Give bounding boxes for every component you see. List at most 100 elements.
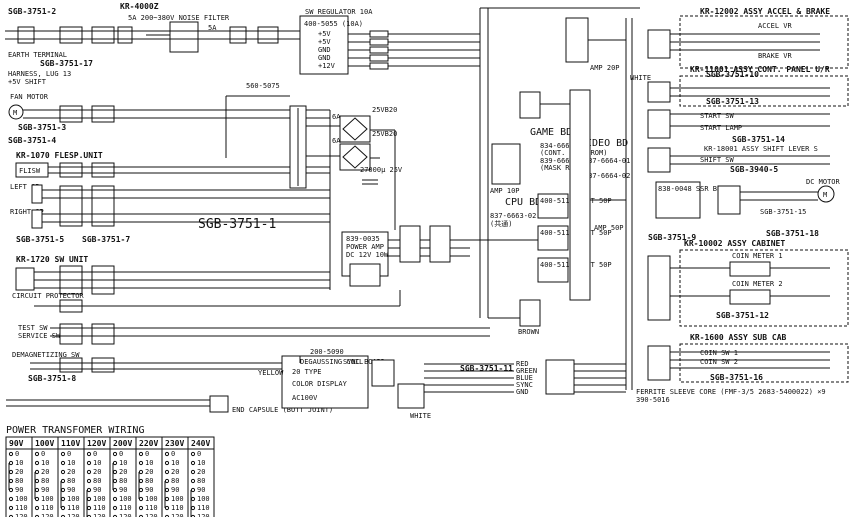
table-cell: 80 bbox=[15, 477, 23, 485]
assembly-label: KR-1600 ASSY SUB CAB bbox=[690, 333, 787, 342]
signal-label: GND bbox=[516, 388, 529, 396]
fuse-label: 6A bbox=[332, 113, 341, 121]
table-cell: 20 bbox=[93, 468, 101, 476]
table-cell: 80 bbox=[41, 477, 49, 485]
dc-motor-symbol bbox=[817, 185, 835, 203]
game-board-label: GAME BD bbox=[530, 127, 572, 138]
connector-block bbox=[117, 26, 133, 44]
switching-power-supply bbox=[299, 15, 349, 75]
connector-block bbox=[91, 323, 115, 345]
note-label: HARNESS, LUG 13 bbox=[8, 70, 71, 78]
connector-block bbox=[59, 357, 83, 373]
table-header: 110V bbox=[61, 439, 80, 448]
connector-block bbox=[59, 323, 83, 345]
table-cell: 100 bbox=[119, 495, 132, 503]
coin-meter bbox=[729, 261, 771, 277]
svg-text:(共通): (共通) bbox=[490, 219, 512, 228]
bridge-rectifier bbox=[339, 143, 371, 171]
table-cell: 90 bbox=[15, 486, 23, 494]
flisw-switch bbox=[15, 162, 49, 178]
harness-label: KR-4000Z bbox=[120, 2, 159, 11]
rectifier-label: 25VB20 bbox=[372, 106, 397, 114]
svg-text:837-6663-02: 837-6663-02 bbox=[490, 212, 536, 220]
connector-block bbox=[399, 225, 421, 263]
table-cell: 110 bbox=[15, 504, 28, 512]
psu-output-label: GND bbox=[318, 54, 331, 62]
svg-text:COIN METER 2: COIN METER 2 bbox=[732, 280, 783, 288]
table-cell: 80 bbox=[93, 477, 101, 485]
speaker-label: LEFT SP bbox=[10, 183, 40, 191]
signal-label: RED bbox=[516, 360, 529, 368]
assembly-label: KR-11001 ASSY CONT. PANEL U/R bbox=[690, 65, 830, 74]
svg-text:COIN SW 1: COIN SW 1 bbox=[700, 349, 738, 357]
table-cell: 90 bbox=[41, 486, 49, 494]
svg-text:SYNC BOARD: SYNC BOARD bbox=[343, 358, 385, 366]
psu-label: SW REGULATOR 10A bbox=[305, 8, 373, 16]
table-cell: 120 bbox=[41, 513, 54, 517]
fuse-label: 6A bbox=[332, 137, 341, 145]
table-cell: 0 bbox=[15, 450, 19, 458]
svg-text:AMP 10P: AMP 10P bbox=[490, 187, 520, 195]
harness-label: SGB-3751-7 bbox=[82, 235, 130, 244]
output-connector bbox=[369, 46, 389, 54]
table-cell: 20 bbox=[171, 468, 179, 476]
harness-label: SGB-3751-16 bbox=[710, 373, 763, 382]
table-cell: 10 bbox=[15, 459, 23, 467]
table-cell: 110 bbox=[171, 504, 184, 512]
harness-label: SGB-3751-5 bbox=[16, 235, 64, 244]
table-cell: 120 bbox=[145, 513, 158, 517]
speaker-label: RIGHT SP bbox=[10, 208, 44, 216]
psu-output-label: +12V bbox=[318, 62, 336, 70]
note-label: +5V SHIFT bbox=[8, 78, 47, 86]
svg-text:AMP 50P: AMP 50P bbox=[594, 224, 624, 232]
harness-label: SGB-3751-18 bbox=[766, 229, 819, 238]
table-cell: 120 bbox=[119, 513, 132, 517]
switch-label: TEST SW bbox=[18, 324, 48, 332]
table-cell: 120 bbox=[67, 513, 80, 517]
rectifier-label: 25VB20 bbox=[372, 130, 397, 138]
harness-label: SGB-3751-14 bbox=[732, 135, 785, 144]
svg-text:AC100V: AC100V bbox=[292, 394, 318, 402]
connector-block bbox=[257, 26, 279, 44]
harness-label: SGB-3751-2 bbox=[8, 7, 56, 16]
flat-cable bbox=[537, 193, 569, 219]
table-cell: 90 bbox=[119, 486, 127, 494]
table-cell: 10 bbox=[197, 459, 205, 467]
svg-text:837-6664-01: 837-6664-01 bbox=[584, 157, 630, 165]
video-board-label: VIDEO BD bbox=[580, 138, 628, 149]
svg-text:839-6663-04: 839-6663-04 bbox=[540, 157, 586, 165]
svg-text:COIN METER 1: COIN METER 1 bbox=[732, 252, 783, 260]
connector-block bbox=[647, 345, 671, 381]
harness-label: SGB-3751-13 bbox=[706, 97, 759, 106]
table-cell: 100 bbox=[93, 495, 106, 503]
table-cell: 100 bbox=[15, 495, 28, 503]
table-cell: 0 bbox=[197, 450, 201, 458]
svg-text:SHIFT SW: SHIFT SW bbox=[700, 156, 735, 164]
capacitor-label: 27000μ 25V bbox=[360, 166, 403, 174]
table-header: 220V bbox=[139, 439, 158, 448]
table-cell: 0 bbox=[145, 450, 149, 458]
connector-block bbox=[647, 255, 671, 321]
svg-text:WHITE: WHITE bbox=[410, 412, 431, 420]
table-cell: 10 bbox=[67, 459, 75, 467]
psu-output-label: GND bbox=[318, 46, 331, 54]
connector-block bbox=[519, 91, 541, 119]
table-cell: 120 bbox=[171, 513, 184, 517]
main-boards-section: AMP 20P GAME BD VIDEO BD 834-6665-02 (CO… bbox=[479, 7, 640, 336]
table-cell: 80 bbox=[145, 477, 153, 485]
plug-block bbox=[17, 26, 35, 44]
svg-text:COIN SW 2: COIN SW 2 bbox=[700, 358, 738, 366]
signal-label: SYNC bbox=[516, 381, 533, 389]
control-panel-assembly bbox=[679, 75, 849, 107]
table-cell: 20 bbox=[119, 468, 127, 476]
connector-block bbox=[491, 143, 521, 185]
fuse-label: 5A bbox=[208, 24, 217, 32]
table-cell: 20 bbox=[145, 468, 153, 476]
svg-text:390-5016: 390-5016 bbox=[636, 396, 670, 404]
earth-terminal-label: EARTH TERMINAL bbox=[8, 51, 67, 59]
svg-text:DC 12V 10W: DC 12V 10W bbox=[346, 251, 389, 259]
output-connector bbox=[369, 38, 389, 46]
connector-block bbox=[59, 105, 83, 123]
